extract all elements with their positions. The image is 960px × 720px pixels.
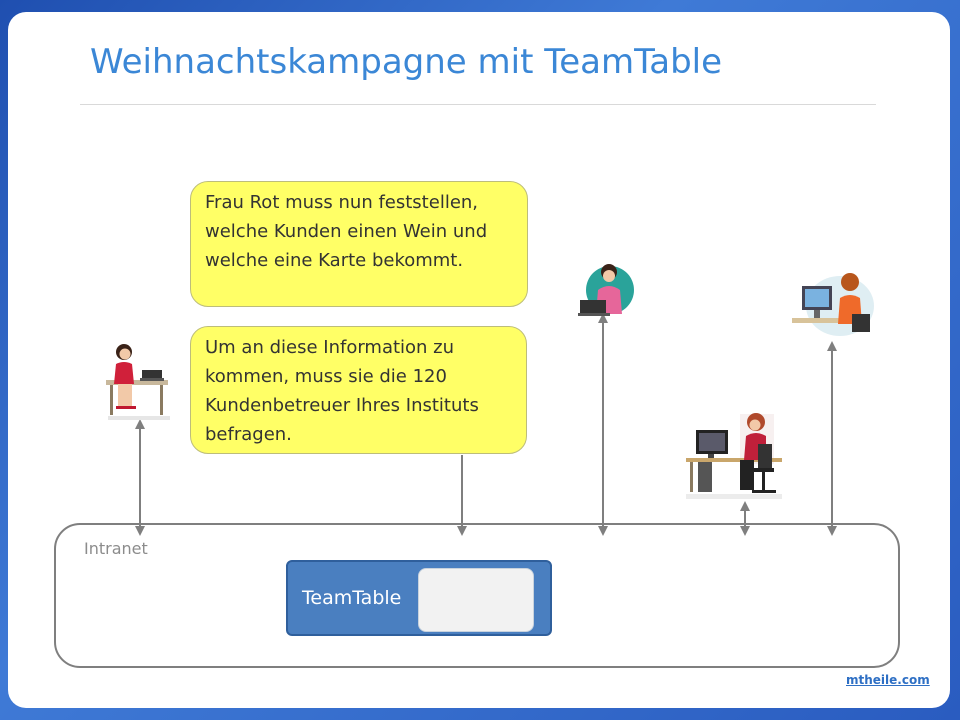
woman-at-desk-icon: [106, 344, 170, 420]
slide-title: Weihnachtskampagne mit TeamTable: [90, 42, 723, 82]
title-divider: [80, 104, 876, 105]
callout-text-question: Frau Rot muss nun feststellen, welche Ku…: [205, 192, 488, 271]
teamtable-box: TeamTable: [286, 560, 552, 636]
callout-bubble-survey: Um an diese Information zu kommen, muss …: [190, 326, 527, 454]
teamtable-panel: [418, 568, 534, 632]
teamtable-label: TeamTable: [302, 587, 402, 609]
woman-with-laptop-icon: [578, 264, 634, 316]
woman-at-computer-icon: [792, 273, 874, 336]
callout-text-survey: Um an diese Information zu kommen, muss …: [205, 337, 479, 445]
intranet-label: Intranet: [84, 539, 148, 558]
footer-link[interactable]: mtheile.com: [846, 673, 930, 687]
callout-bubble-question: Frau Rot muss nun feststellen, welche Ku…: [190, 181, 528, 307]
woman-at-workstation-icon: [686, 413, 782, 499]
